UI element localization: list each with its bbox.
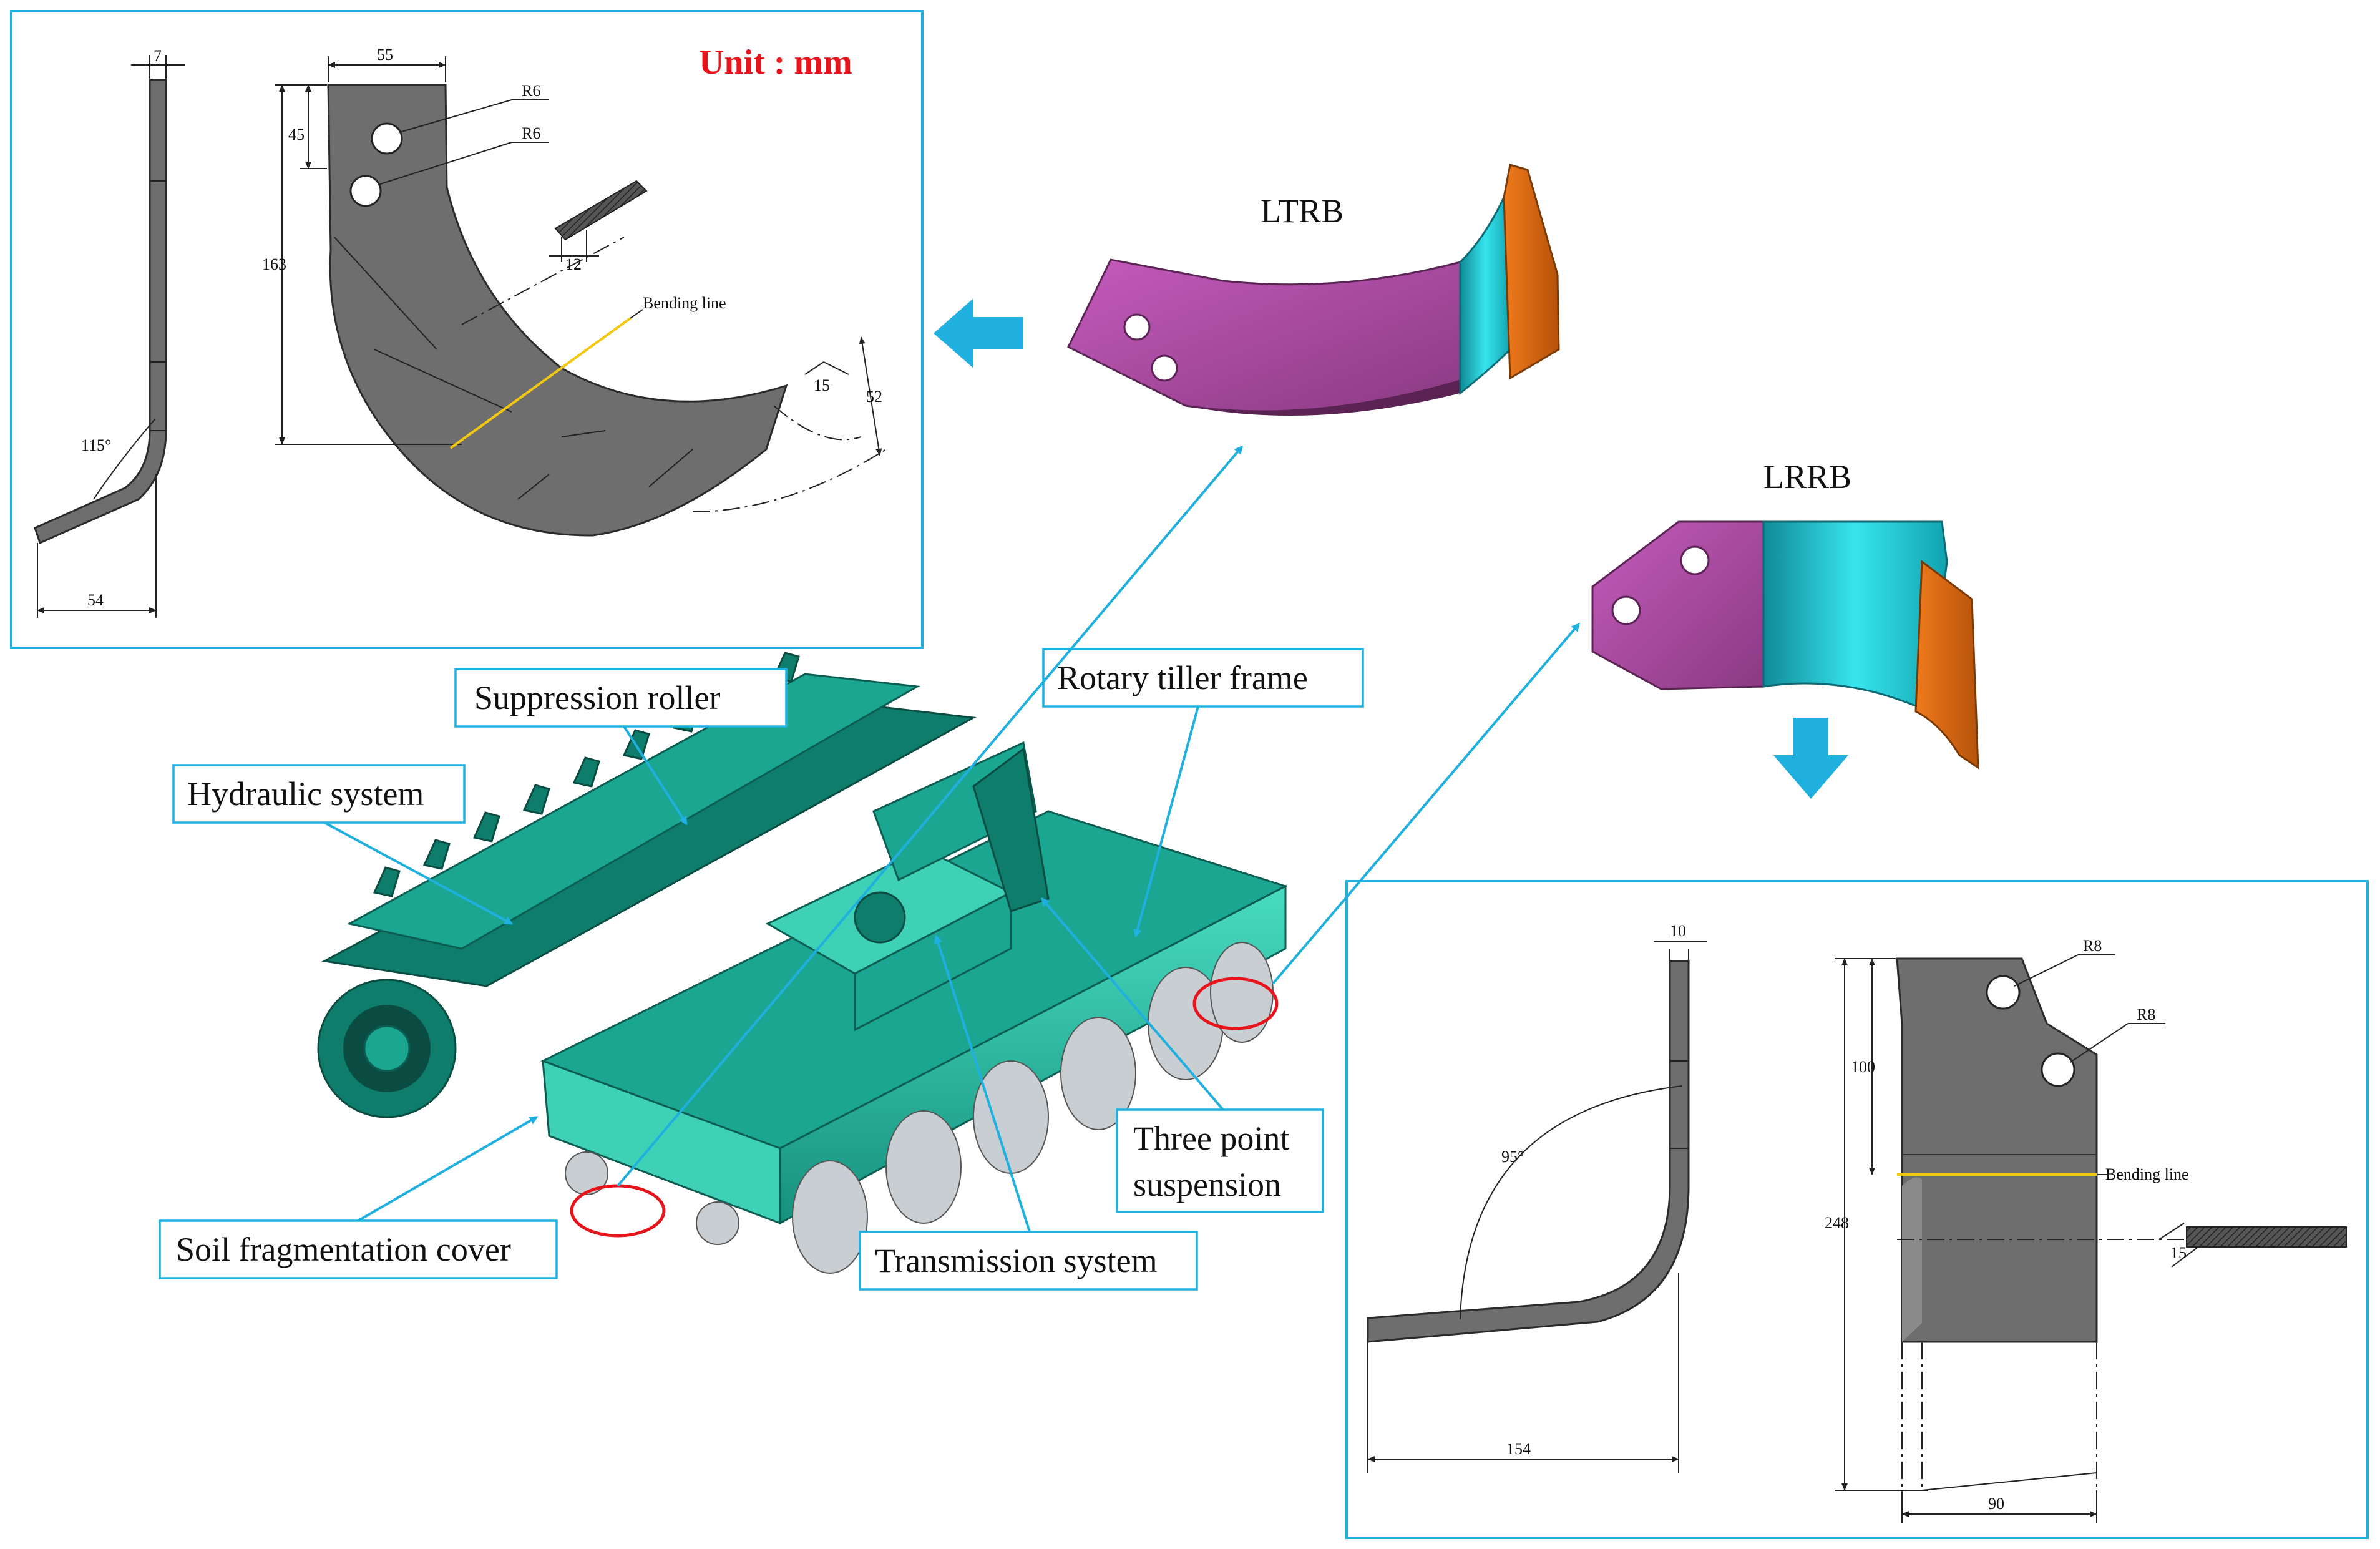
ltrb-dim-15: 15 <box>814 376 830 394</box>
ltrb-dim-45: 45 <box>288 125 305 144</box>
lrrb-dim-15: 15 <box>2170 1244 2187 1262</box>
lrrb-dim-90: 90 <box>1988 1495 2004 1513</box>
lrrb-dim-154: 154 <box>1506 1440 1531 1458</box>
lrrb-bending-line-label: Bending line <box>2105 1165 2189 1183</box>
ltrb-dim-12: 12 <box>565 255 582 273</box>
svg-text:suspension: suspension <box>1133 1166 1281 1203</box>
lrrb-dim-10: 10 <box>1670 922 1686 940</box>
unit-label: Unit : mm <box>699 43 852 82</box>
callout-rotary-tiller-frame: Rotary tiller frame <box>1042 648 1364 938</box>
ltrb-hole-label-1: R6 <box>522 82 540 100</box>
ltrb-dim-55: 55 <box>377 46 393 64</box>
ltrb-dim-52: 52 <box>866 388 882 406</box>
svg-text:Suppression roller: Suppression roller <box>474 679 720 716</box>
highlight-ellipse-icon <box>570 1184 666 1238</box>
highlight-ellipse-icon-2 <box>1192 977 1279 1030</box>
ltrb-bending-line-label: Bending line <box>643 294 726 312</box>
svg-text:Soil fragmentation cover: Soil fragmentation cover <box>176 1231 511 1268</box>
lrrb-angle: 95° <box>1501 1148 1524 1166</box>
lrrb-hole-label-2: R8 <box>2137 1005 2155 1024</box>
leader-to-ltrb <box>617 445 1243 1187</box>
svg-text:Rotary tiller frame: Rotary tiller frame <box>1057 659 1308 696</box>
lrrb-title: LRRB <box>1763 458 1851 496</box>
lrrb-dim-100: 100 <box>1851 1058 1875 1076</box>
callout-transmission-system: Transmission system <box>859 934 1198 1291</box>
lrrb-3d-model: LRRB <box>1591 458 1979 770</box>
callout-three-point-suspension: Three point suspension <box>1041 897 1324 1213</box>
ltrb-side-view: 7 115° 54 <box>34 47 185 618</box>
ltrb-drawing-panel: Unit : mm 7 115° 54 <box>10 10 924 649</box>
callout-soil-fragmentation-cover: Soil fragmentation cover <box>159 1116 558 1279</box>
ltrb-front-view: R6 R6 55 45 163 12 <box>262 46 887 537</box>
callout-suppression-roller: Suppression roller <box>454 668 788 826</box>
rotor-blades <box>792 942 1274 1274</box>
svg-text:Transmission system: Transmission system <box>875 1242 1158 1279</box>
ltrb-hole-label-2: R6 <box>522 124 540 142</box>
ltrb-dim-54: 54 <box>87 591 104 609</box>
ltrb-dim-7: 7 <box>154 47 162 65</box>
arrow-left-icon <box>934 298 1023 368</box>
svg-text:Hydraulic system: Hydraulic system <box>187 775 424 813</box>
lrrb-side-view: 10 95° 154 <box>1367 922 1707 1473</box>
ltrb-dim-163: 163 <box>262 255 286 273</box>
ltrb-3d-model: LTRB <box>1067 164 1560 416</box>
lrrb-drawing-panel: 10 95° 154 R8 R8 100 <box>1345 880 2369 1539</box>
lrrb-dim-248: 248 <box>1825 1214 1849 1232</box>
arrow-down-icon <box>1773 718 1848 799</box>
callout-hydraulic-system: Hydraulic system <box>172 764 514 925</box>
svg-text:Three point: Three point <box>1133 1120 1289 1157</box>
ltrb-bending-line <box>449 317 632 449</box>
ltrb-angle: 115° <box>81 436 111 454</box>
ltrb-title: LTRB <box>1261 192 1344 230</box>
lrrb-front-view: R8 R8 100 248 Bending line 15 <box>1825 937 2347 1523</box>
leader-to-lrrb <box>1272 622 1580 985</box>
rotary-tiller-machine <box>317 652 1288 1274</box>
lrrb-hole-label-1: R8 <box>2083 937 2102 955</box>
